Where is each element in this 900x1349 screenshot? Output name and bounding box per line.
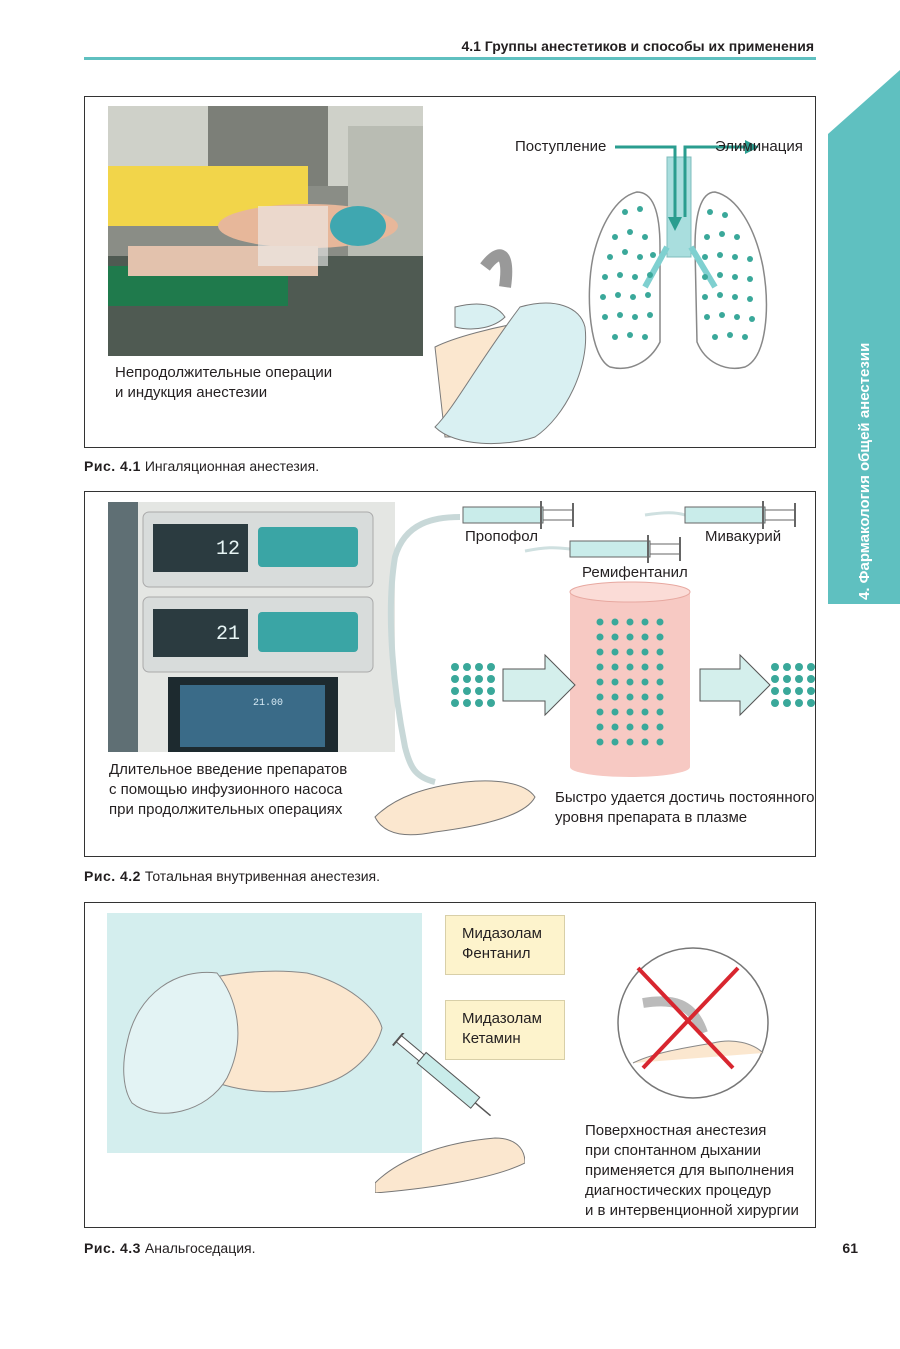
lungs-illustration — [434, 140, 768, 444]
monitor-reading: 21.00 — [253, 698, 284, 709]
syringe-remifentanil — [524, 535, 681, 563]
chapter-side-tab: 4. Фармакология общей анестезии — [828, 70, 900, 604]
infusion-pump-photo: 12 21 21.00 — [108, 502, 395, 752]
sedated-patient-illustration — [107, 913, 422, 1153]
pump2-display-value: 21 — [216, 623, 241, 646]
input-dots — [451, 663, 495, 707]
figure1-photo-caption: Непродолжительные операции и индукция ан… — [115, 364, 333, 401]
figure-analgosedation: Мидазолам Фентанил Мидазолам Кетамин Пов… — [84, 902, 816, 1228]
running-title: 4.1 Группы анестетиков и способы их прим… — [461, 38, 814, 54]
figure3-caption-number: Рис. 4.3 — [84, 1240, 141, 1256]
figure1-caption-number: Рис. 4.1 — [84, 458, 141, 474]
figure2-caption-number: Рис. 4.2 — [84, 868, 141, 884]
intubation-crossed-out — [617, 947, 769, 1099]
running-head: 4.1 Группы анестетиков и способы их прим… — [84, 38, 816, 60]
page-number: 61 — [842, 1240, 858, 1256]
side-tab-shape — [828, 70, 900, 604]
label-uptake: Поступление — [515, 138, 607, 155]
figure-tiva: 12 21 21.00 Длительное введение препарат… — [84, 491, 816, 857]
output-dots — [771, 663, 815, 707]
figure2-caption: Рис. 4.2 Тотальная внутривенная анестези… — [84, 868, 380, 884]
figure1-caption-text: Ингаляционная анестезия. — [140, 458, 320, 474]
syringe-and-hand — [375, 1033, 525, 1193]
syringe-mivacurium — [644, 501, 796, 529]
figure2-caption-text: Тотальная внутривенная анестезия. — [140, 868, 381, 884]
plasma-drug-dots — [596, 618, 664, 746]
drug-combo-midazolam-ketamine: Мидазолам Кетамин — [445, 1000, 565, 1060]
figure1-caption: Рис. 4.1 Ингаляционная анестезия. — [84, 458, 319, 474]
label-elimination: Элиминация — [715, 138, 803, 155]
label-propofol: Пропофол — [465, 528, 539, 545]
label-mivacurium: Мивакурий — [705, 528, 782, 545]
side-tab-text: 4. Фармакология общей анестезии — [856, 342, 873, 600]
figure3-note: Поверхностная анестезия при спонтанном д… — [585, 1122, 799, 1219]
figure2-photo-caption: Длительное введение препаратов с помощью… — [109, 761, 348, 818]
drug-combo-midazolam-fentanyl: Мидазолам Фентанил — [445, 915, 565, 975]
figure-inhalation: Непродолжительные операции и индукция ан… — [84, 96, 816, 448]
alveoli-dots — [600, 206, 755, 340]
pump1-display-value: 12 — [216, 538, 241, 561]
operating-room-photo — [108, 106, 423, 356]
syringe-propofol — [462, 501, 574, 529]
tiva-illustration — [374, 501, 815, 836]
figure3-caption-text: Анальгоседация. — [140, 1240, 256, 1256]
figure2-plasma-text: Быстро удается достичь постоянного уровн… — [555, 789, 815, 826]
label-remifentanil: Ремифентанил — [582, 564, 688, 581]
figure3-caption: Рис. 4.3 Анальгоседация. — [84, 1240, 256, 1256]
